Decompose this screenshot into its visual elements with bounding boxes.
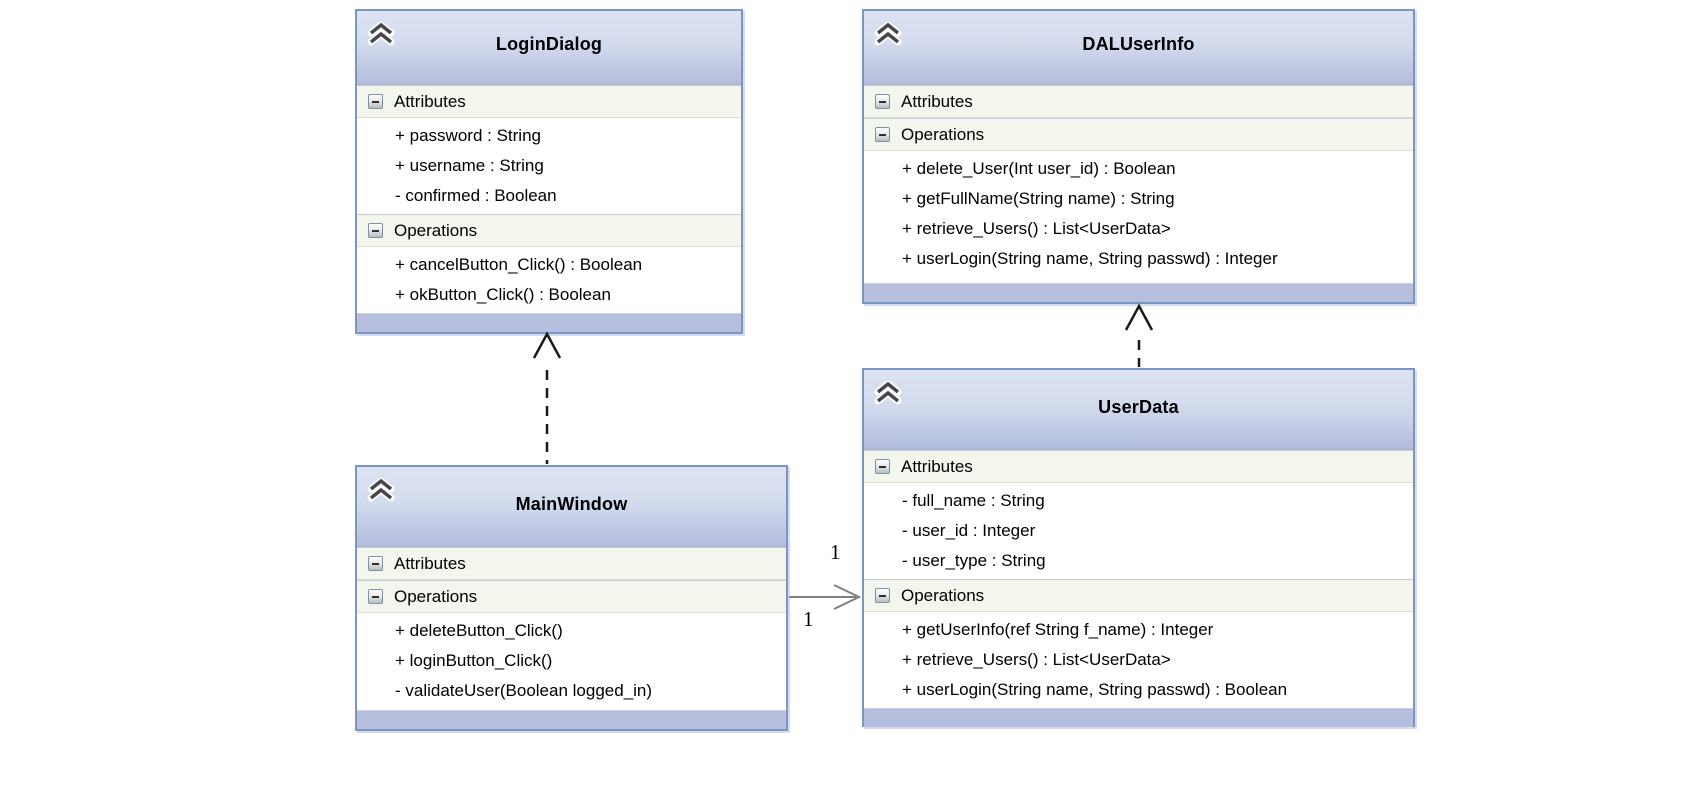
- collapse-chevron-icon[interactable]: [366, 20, 396, 46]
- collapse-minus-icon[interactable]: [368, 589, 383, 604]
- class-box-daluserinfo[interactable]: DALUserInfo Attributes Operations + dele…: [862, 9, 1415, 304]
- collapse-chevron-icon[interactable]: [873, 20, 903, 46]
- operations-list: + delete_User(Int user_id) : Boolean + g…: [864, 151, 1413, 277]
- section-header-attributes[interactable]: Attributes: [864, 85, 1413, 118]
- attributes-list: - full_name : String - user_id : Integer…: [864, 483, 1413, 579]
- chevron-up-icon: [874, 20, 902, 46]
- operation-row[interactable]: + retrieve_Users() : List<UserData>: [902, 219, 1171, 238]
- collapse-minus-icon[interactable]: [875, 94, 890, 109]
- operations-list: + cancelButton_Click() : Boolean + okBut…: [357, 247, 741, 313]
- class-header[interactable]: DALUserInfo: [864, 11, 1413, 85]
- class-header[interactable]: LoginDialog: [357, 11, 741, 85]
- attribute-row[interactable]: - full_name : String: [902, 491, 1045, 510]
- operations-list: + deleteButton_Click() + loginButton_Cli…: [357, 613, 786, 709]
- chevron-up-icon: [874, 379, 902, 405]
- operation-row[interactable]: + okButton_Click() : Boolean: [395, 285, 611, 304]
- chevron-up-icon: [367, 476, 395, 502]
- operation-row[interactable]: - validateUser(Boolean logged_in): [395, 681, 653, 700]
- dependency-arrow-userdata-daluserinfo[interactable]: [1124, 303, 1154, 367]
- operation-row[interactable]: + retrieve_Users() : List<UserData>: [902, 650, 1171, 669]
- box-footer-band: [864, 283, 1413, 302]
- attribute-row[interactable]: + username : String: [395, 156, 544, 175]
- operation-row[interactable]: + userLogin(String name, String passwd) …: [902, 680, 1288, 699]
- multiplicity-label-source: 1: [803, 607, 814, 631]
- multiplicity-label-target: 1: [830, 540, 841, 564]
- class-box-mainwindow[interactable]: MainWindow Attributes Operations + delet…: [355, 465, 788, 731]
- operation-row[interactable]: + userLogin(String name, String passwd) …: [902, 249, 1278, 268]
- operation-row[interactable]: + loginButton_Click(): [395, 651, 553, 670]
- box-footer-band: [357, 313, 741, 332]
- operations-list: + getUserInfo(ref String f_name) : Integ…: [864, 612, 1413, 708]
- attribute-row[interactable]: + password : String: [395, 126, 541, 145]
- collapse-minus-icon[interactable]: [368, 94, 383, 109]
- section-header-attributes[interactable]: Attributes: [357, 547, 786, 580]
- box-footer-band: [357, 710, 786, 729]
- collapse-minus-icon[interactable]: [368, 223, 383, 238]
- collapse-minus-icon[interactable]: [875, 588, 890, 603]
- section-header-attributes[interactable]: Attributes: [357, 85, 741, 118]
- section-label: Operations: [901, 585, 985, 605]
- section-header-operations[interactable]: Operations: [864, 579, 1413, 612]
- association-arrow-mainwindow-userdata[interactable]: [789, 584, 862, 610]
- section-label: Operations: [394, 586, 478, 606]
- collapse-minus-icon[interactable]: [875, 127, 890, 142]
- section-label: Attributes: [901, 91, 973, 111]
- dependency-arrow-mainwindow-logindialog[interactable]: [532, 331, 562, 464]
- section-label: Attributes: [394, 91, 466, 111]
- operation-row[interactable]: + deleteButton_Click(): [395, 621, 563, 640]
- collapse-chevron-icon[interactable]: [873, 379, 903, 405]
- attribute-row[interactable]: - user_id : Integer: [902, 521, 1036, 540]
- class-title: LoginDialog: [495, 34, 603, 54]
- class-title: DALUserInfo: [1082, 34, 1195, 54]
- attribute-row[interactable]: - confirmed : Boolean: [395, 186, 557, 205]
- operation-row[interactable]: + delete_User(Int user_id) : Boolean: [902, 159, 1176, 178]
- section-label: Operations: [901, 124, 985, 144]
- operation-row[interactable]: + getUserInfo(ref String f_name) : Integ…: [902, 620, 1214, 639]
- operation-row[interactable]: + getFullName(String name) : String: [902, 189, 1175, 208]
- class-header[interactable]: UserData: [864, 370, 1413, 450]
- chevron-up-icon: [367, 20, 395, 46]
- collapse-minus-icon[interactable]: [875, 459, 890, 474]
- section-header-operations[interactable]: Operations: [864, 118, 1413, 151]
- collapse-chevron-icon[interactable]: [366, 476, 396, 502]
- attributes-list: + password : String + username : String …: [357, 118, 741, 214]
- section-label: Attributes: [901, 456, 973, 476]
- operation-row[interactable]: + cancelButton_Click() : Boolean: [395, 255, 643, 274]
- box-footer-band: [864, 708, 1413, 727]
- class-box-userdata[interactable]: UserData Attributes - full_name : String…: [862, 368, 1415, 727]
- attribute-row[interactable]: - user_type : String: [902, 551, 1046, 570]
- section-label: Operations: [394, 220, 478, 240]
- class-title: UserData: [1098, 397, 1179, 417]
- section-header-attributes[interactable]: Attributes: [864, 450, 1413, 483]
- section-header-operations[interactable]: Operations: [357, 580, 786, 613]
- class-title: MainWindow: [515, 494, 628, 514]
- class-header[interactable]: MainWindow: [357, 467, 786, 547]
- collapse-minus-icon[interactable]: [368, 556, 383, 571]
- section-header-operations[interactable]: Operations: [357, 214, 741, 247]
- section-label: Attributes: [394, 553, 466, 573]
- class-box-logindialog[interactable]: LoginDialog Attributes + password : Stri…: [355, 9, 743, 334]
